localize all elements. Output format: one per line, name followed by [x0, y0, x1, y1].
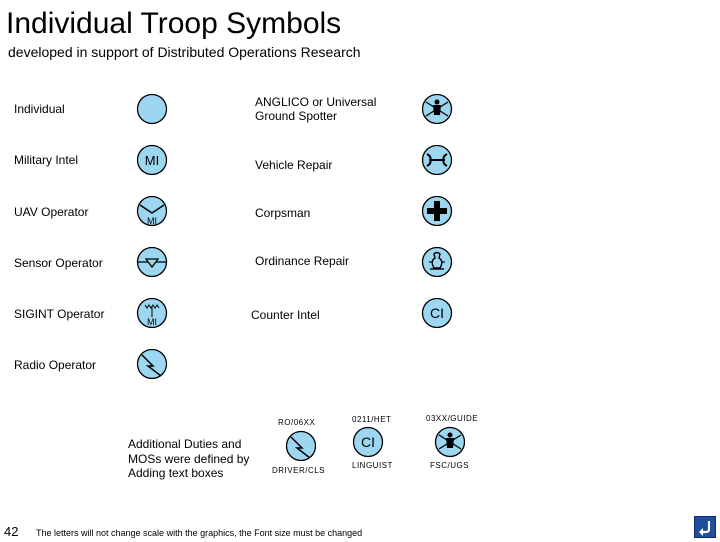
label-radio-operator: Radio Operator — [14, 358, 97, 372]
label-corpsman: Corpsman — [255, 206, 311, 220]
page-title: Individual Troop Symbols — [6, 7, 342, 40]
additional-top-label: 0211/HET — [352, 415, 392, 424]
page-subtitle: developed in support of Distributed Oper… — [8, 44, 361, 60]
additional-bottom-label: DRIVER/CLS — [272, 466, 326, 475]
counter-intel-icon: CI — [421, 297, 453, 329]
label-anglico: ANGLICO or Universal Ground Spotter — [255, 95, 377, 123]
page-number: 42 — [4, 524, 19, 539]
label-sensor-operator: Sensor Operator — [14, 256, 103, 270]
mi-text: MI — [145, 153, 159, 168]
return-arrow-icon — [699, 521, 711, 536]
additional-duties-note: Additional Duties and MOSs were defined … — [128, 437, 250, 480]
radio-operator-icon — [136, 348, 168, 380]
anglico-icon — [421, 93, 453, 125]
mi-text: MI — [147, 216, 157, 226]
label-ordinance-repair: Ordinance Repair — [255, 254, 350, 268]
additional-top-label: 03XX/GUIDE — [426, 414, 479, 423]
label-sigint-operator: SIGINT Operator — [14, 307, 105, 321]
label-military-intel: Military Intel — [14, 153, 79, 167]
radio-operator-icon — [285, 430, 317, 462]
sensor-operator-icon — [136, 246, 168, 278]
counter-intel-icon: CI — [352, 426, 384, 458]
military-intel-icon: MI — [136, 144, 168, 176]
ci-text: CI — [361, 434, 375, 450]
anglico-icon — [434, 426, 466, 458]
return-button[interactable] — [694, 516, 716, 538]
vehicle-repair-icon — [421, 144, 453, 176]
additional-bottom-label: LINGUIST — [352, 461, 393, 470]
label-individual: Individual — [14, 102, 65, 116]
label-vehicle-repair: Vehicle Repair — [255, 158, 333, 172]
ci-text: CI — [430, 305, 444, 321]
label-uav-operator: UAV Operator — [14, 205, 89, 219]
sigint-operator-icon: MI — [136, 297, 168, 329]
individual-icon — [136, 93, 168, 125]
footer-note: The letters will not change scale with t… — [36, 528, 363, 538]
label-counter-intel: Counter Intel — [251, 308, 320, 322]
uav-operator-icon: MI — [136, 195, 168, 227]
additional-bottom-label: FSC/UGS — [430, 461, 470, 470]
mi-text: MI — [147, 317, 157, 327]
ordinance-repair-icon — [421, 246, 453, 278]
additional-top-label: RO/06XX — [278, 418, 316, 427]
corpsman-cross-icon — [421, 195, 453, 227]
